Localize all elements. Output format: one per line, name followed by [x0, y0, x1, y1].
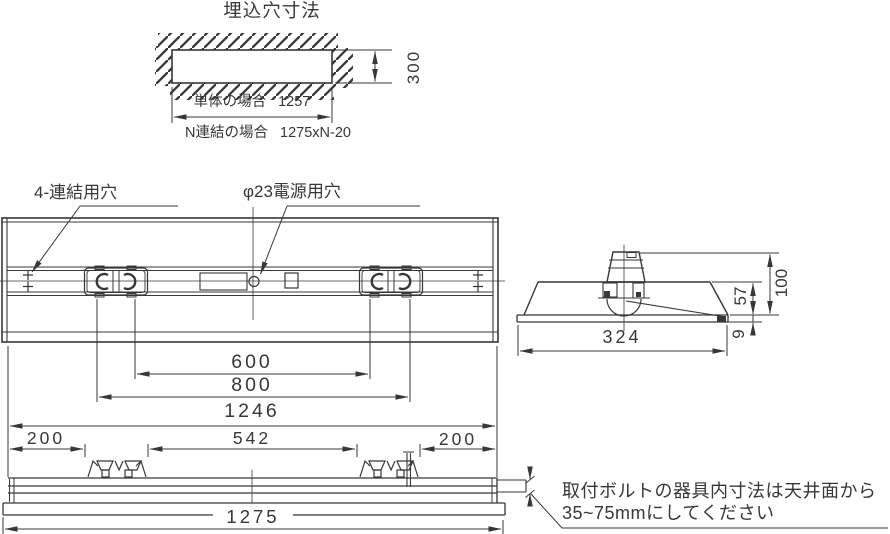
socket-assembly-right	[358, 265, 424, 298]
linked-case-value: 1275xN-20	[280, 125, 351, 141]
dim-1275: 1275	[213, 507, 293, 526]
dim-200-left: 200	[26, 428, 66, 448]
dim-single-case: 単体の場合 1257	[162, 94, 342, 110]
dim-542: 542	[232, 428, 272, 448]
install-note-line1: 取付ボルトの器具内寸法は天井面から	[562, 481, 877, 501]
dim-1246: 1246	[224, 400, 280, 422]
dim-recess-depth: 300	[404, 49, 423, 85]
bottom-elevation-view	[2, 444, 888, 534]
label-joint-holes: 4-連結用穴	[34, 183, 118, 202]
mounting-clip-right	[359, 459, 419, 478]
mounting-clip-left	[87, 459, 147, 478]
dim-100: 100	[772, 268, 791, 298]
single-case-label: 単体の場合	[193, 94, 267, 110]
mounting-bolt	[403, 451, 414, 487]
dim-800: 800	[231, 374, 273, 396]
plan-view	[0, 205, 505, 477]
single-case-value: 1257	[278, 94, 311, 110]
side-section-view	[516, 245, 779, 356]
recess-hole-section	[155, 33, 392, 123]
dim-9: 9	[729, 329, 748, 339]
dim-600: 600	[231, 351, 273, 373]
dim-200-right: 200	[438, 429, 478, 449]
install-note-line2: 35~75mmにしてください	[562, 503, 775, 523]
socket-assembly-left	[83, 265, 149, 298]
dim-linked-case: N連結の場合 1275xN-20	[150, 125, 386, 141]
section-title: 埋込穴寸法	[223, 0, 321, 21]
label-power-hole: φ23電源用穴	[243, 182, 341, 201]
dim-324: 324	[602, 327, 642, 347]
linked-case-label: N連結の場合	[185, 125, 269, 141]
